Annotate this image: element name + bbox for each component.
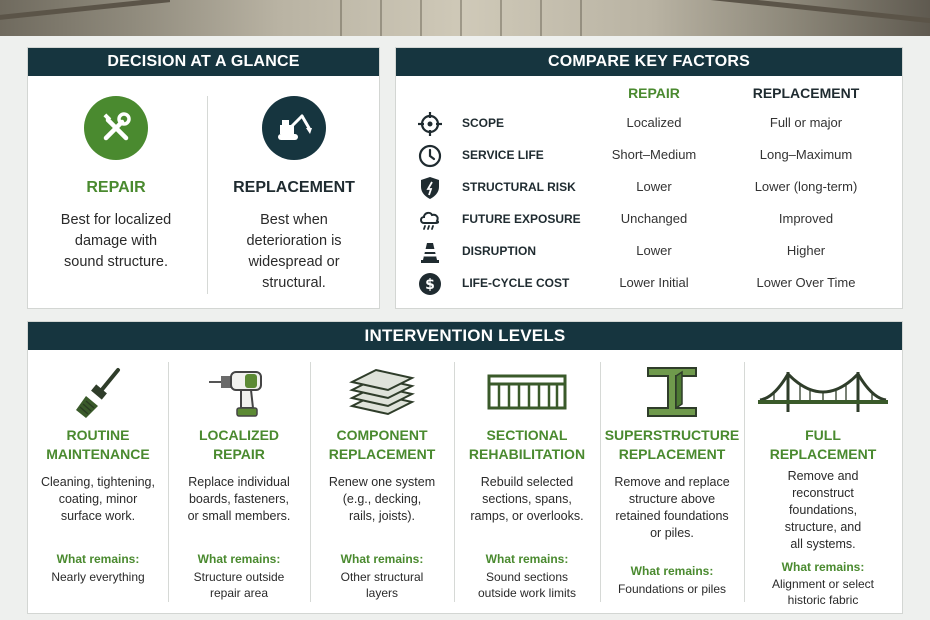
what-remains-value: Nearly everything [51,570,145,584]
boardwalk-photo [0,0,930,36]
storm-cloud-icon [420,211,440,230]
compare-row: SERVICE LIFE Short–Medium Long–Maximum [396,140,904,172]
clock-icon [418,144,442,168]
repair-icon [84,96,148,160]
excavator-icon [262,96,326,160]
glance-replacement-title: REPLACEMENT [233,179,355,196]
compare-row: $ LIFE-CYCLE COST Lower Initial Lower Ov… [396,268,904,300]
traffic-cone-icon [421,243,439,263]
level-divider [744,362,745,602]
shield-icon [421,177,439,199]
what-remains-label: What remains: [485,552,569,566]
levels-banner: INTERVENTION LEVELS [28,322,902,350]
target-icon [418,112,442,136]
what-remains-label: What remains: [340,552,424,566]
decision-title: DECISION AT A GLANCE [107,53,300,70]
i-beam-icon [600,360,744,424]
what-remains-value: Foundations or piles [617,582,727,596]
what-remains-label: What remains: [56,552,140,566]
level-desc: Renew one system(e.g., decking,rails, jo… [328,475,436,523]
glance-repair-title: REPAIR [86,179,146,196]
compare-row-replacement: Higher [786,243,826,258]
compare-row-label: LIFE-CYCLE COST [462,276,570,290]
decision-panel: DECISION AT A GLANCE REPAIR Best for loc… [27,47,380,309]
decision-banner: DECISION AT A GLANCE [28,48,379,76]
compare-row-replacement: Lower (long-term) [754,179,858,194]
compare-row-label: DISRUPTION [462,244,537,258]
level-divider [168,362,169,602]
compare-row-replacement: Full or major [769,115,843,130]
drill-icon [168,360,310,424]
compare-row: STRUCTURAL RISK Lower Lower (long-term) [396,172,904,204]
compare-row-replacement: Improved [778,211,834,226]
glance-repair-desc: Best for localized damage with sound str… [60,212,172,270]
glance-replacement-desc: Best when deterioration is widespread or… [246,212,342,291]
compare-row-repair: Localized [626,115,682,130]
svg-text:$: $ [425,277,435,293]
what-remains-label: What remains: [197,552,281,566]
compare-row: FUTURE EXPOSURE Unchanged Improved [396,204,904,236]
compare-row-label: FUTURE EXPOSURE [462,212,581,226]
glance-repair: REPAIR Best for localized damage with so… [28,96,204,273]
compare-row-repair: Unchanged [620,211,688,226]
brush-icon [28,360,168,424]
compare-row-repair: Lower [636,179,672,194]
compare-row: SCOPE Localized Full or major [396,108,904,140]
what-remains-label: What remains: [630,564,714,578]
compare-col-repair: REPAIR [628,85,680,101]
compare-row-repair: Short–Medium [611,147,697,162]
truss-icon [454,360,600,424]
glance-replacement: REPLACEMENT Best when deterioration is w… [206,96,382,294]
compare-row: DISRUPTION Lower Higher [396,236,904,268]
compare-row-repair: Lower Initial [619,275,689,290]
suspension-bridge-icon [744,360,902,424]
compare-row-label: STRUCTURAL RISK [462,180,576,194]
compare-row-replacement: Long–Maximum [759,147,853,162]
what-remains-label: What remains: [781,560,865,574]
compare-row-label: SERVICE LIFE [462,148,544,162]
compare-row-label: SCOPE [462,116,505,130]
compare-col-replacement: REPLACEMENT [752,85,860,101]
compare-row-replacement: Lower Over Time [756,275,856,290]
compare-panel: COMPARE KEY FACTORS REPAIR REPLACEMENT S… [395,47,903,309]
glance-divider [207,96,208,294]
compare-title: COMPARE KEY FACTORS [547,53,751,70]
boards-icon [310,360,454,424]
level-divider [454,362,455,602]
levels-title: INTERVENTION LEVELS [364,326,566,345]
level-divider [600,362,601,602]
compare-row-repair: Lower [636,243,672,258]
level-divider [310,362,311,602]
compare-banner: COMPARE KEY FACTORS [396,48,902,76]
dollar-icon: $ [419,273,441,295]
